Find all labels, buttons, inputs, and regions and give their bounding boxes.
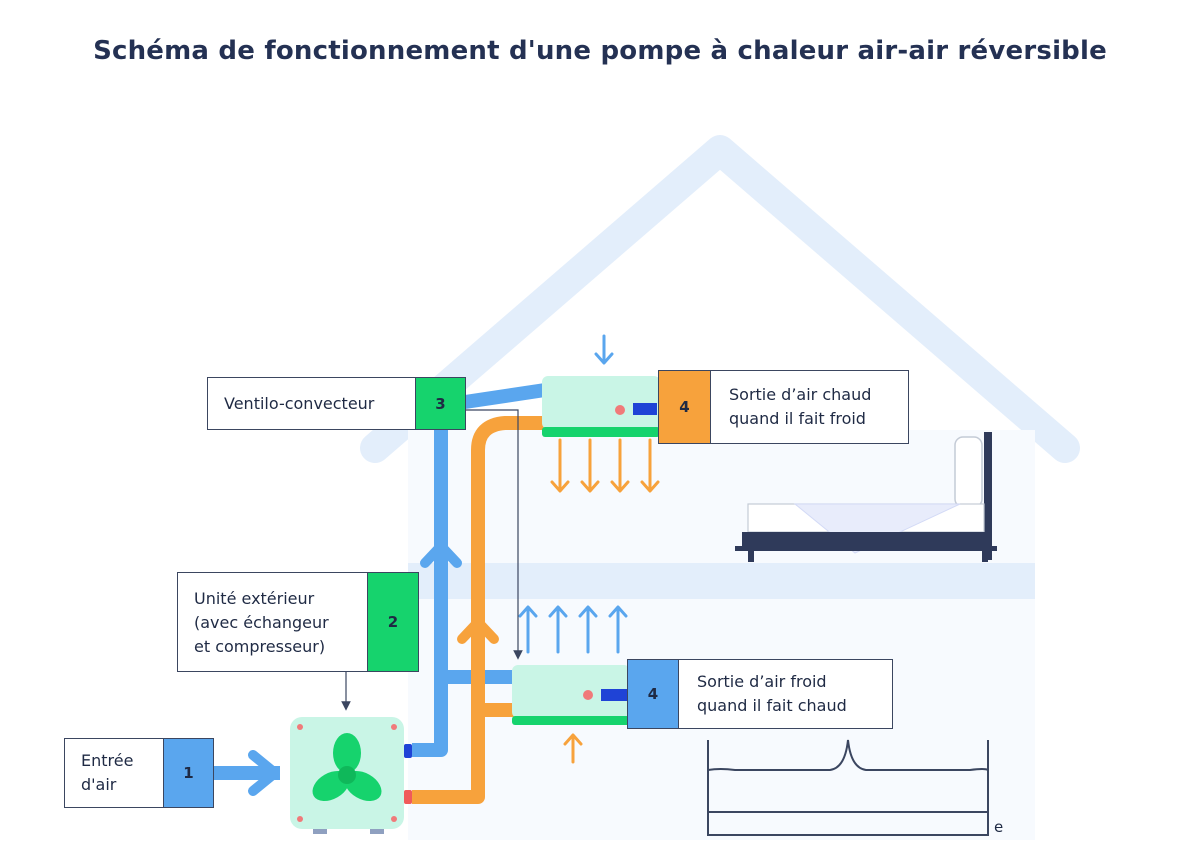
label-number-4-warm: 4	[659, 371, 711, 443]
label-number-4-cold: 4	[628, 660, 679, 728]
label-sortie-air-froid: 4 Sortie d’air froid quand il fait chaud	[627, 659, 893, 729]
bed-furniture	[735, 432, 997, 562]
label-text: Sortie d’air chaud quand il fait froid	[729, 385, 872, 428]
label-text: Ventilo-convecteur	[224, 393, 375, 413]
label-text: Unité extérieur (avec échangeur et compr…	[194, 589, 329, 656]
label-number-3: 3	[415, 378, 465, 429]
outdoor-unit	[290, 717, 412, 834]
upper-indoor-unit	[542, 376, 660, 437]
lower-indoor-unit	[512, 665, 630, 725]
label-text: Sortie d’air froid quand il fait chaud	[697, 672, 847, 715]
intake-air-chevron	[248, 750, 280, 796]
sofa-furniture	[707, 739, 989, 836]
label-sortie-air-chaud: 4 Sortie d’air chaud quand il fait froid	[658, 370, 909, 444]
label-ventilo-convecteur: Ventilo-convecteur 3	[207, 377, 466, 430]
label-text: Entrée d'air	[81, 751, 134, 794]
label-number-2: 2	[367, 573, 418, 671]
blue-flow-chevron	[420, 541, 462, 568]
fan-icon	[312, 733, 382, 802]
upper-air-intake-arrow	[594, 334, 614, 365]
lower-air-intake-arrow	[563, 733, 583, 764]
house-wall	[408, 430, 1035, 840]
label-number-1: 1	[163, 739, 213, 807]
diagram-title: Schéma de fonctionnement d'une pompe à c…	[93, 36, 1107, 66]
label-unite-exterieur: Unité extérieur (avec échangeur et compr…	[177, 572, 419, 672]
cold-air-output-arrows	[518, 605, 628, 654]
label-entree-air: Entrée d'air 1	[64, 738, 214, 808]
orange-pipe-upper	[412, 416, 545, 804]
orange-flow-chevron	[457, 617, 499, 644]
floor-slab	[408, 563, 1035, 599]
edge-letter: e	[994, 818, 1003, 836]
leader-lines	[341, 409, 523, 711]
warm-air-output-arrows	[550, 438, 660, 493]
house-roof	[360, 135, 1080, 463]
